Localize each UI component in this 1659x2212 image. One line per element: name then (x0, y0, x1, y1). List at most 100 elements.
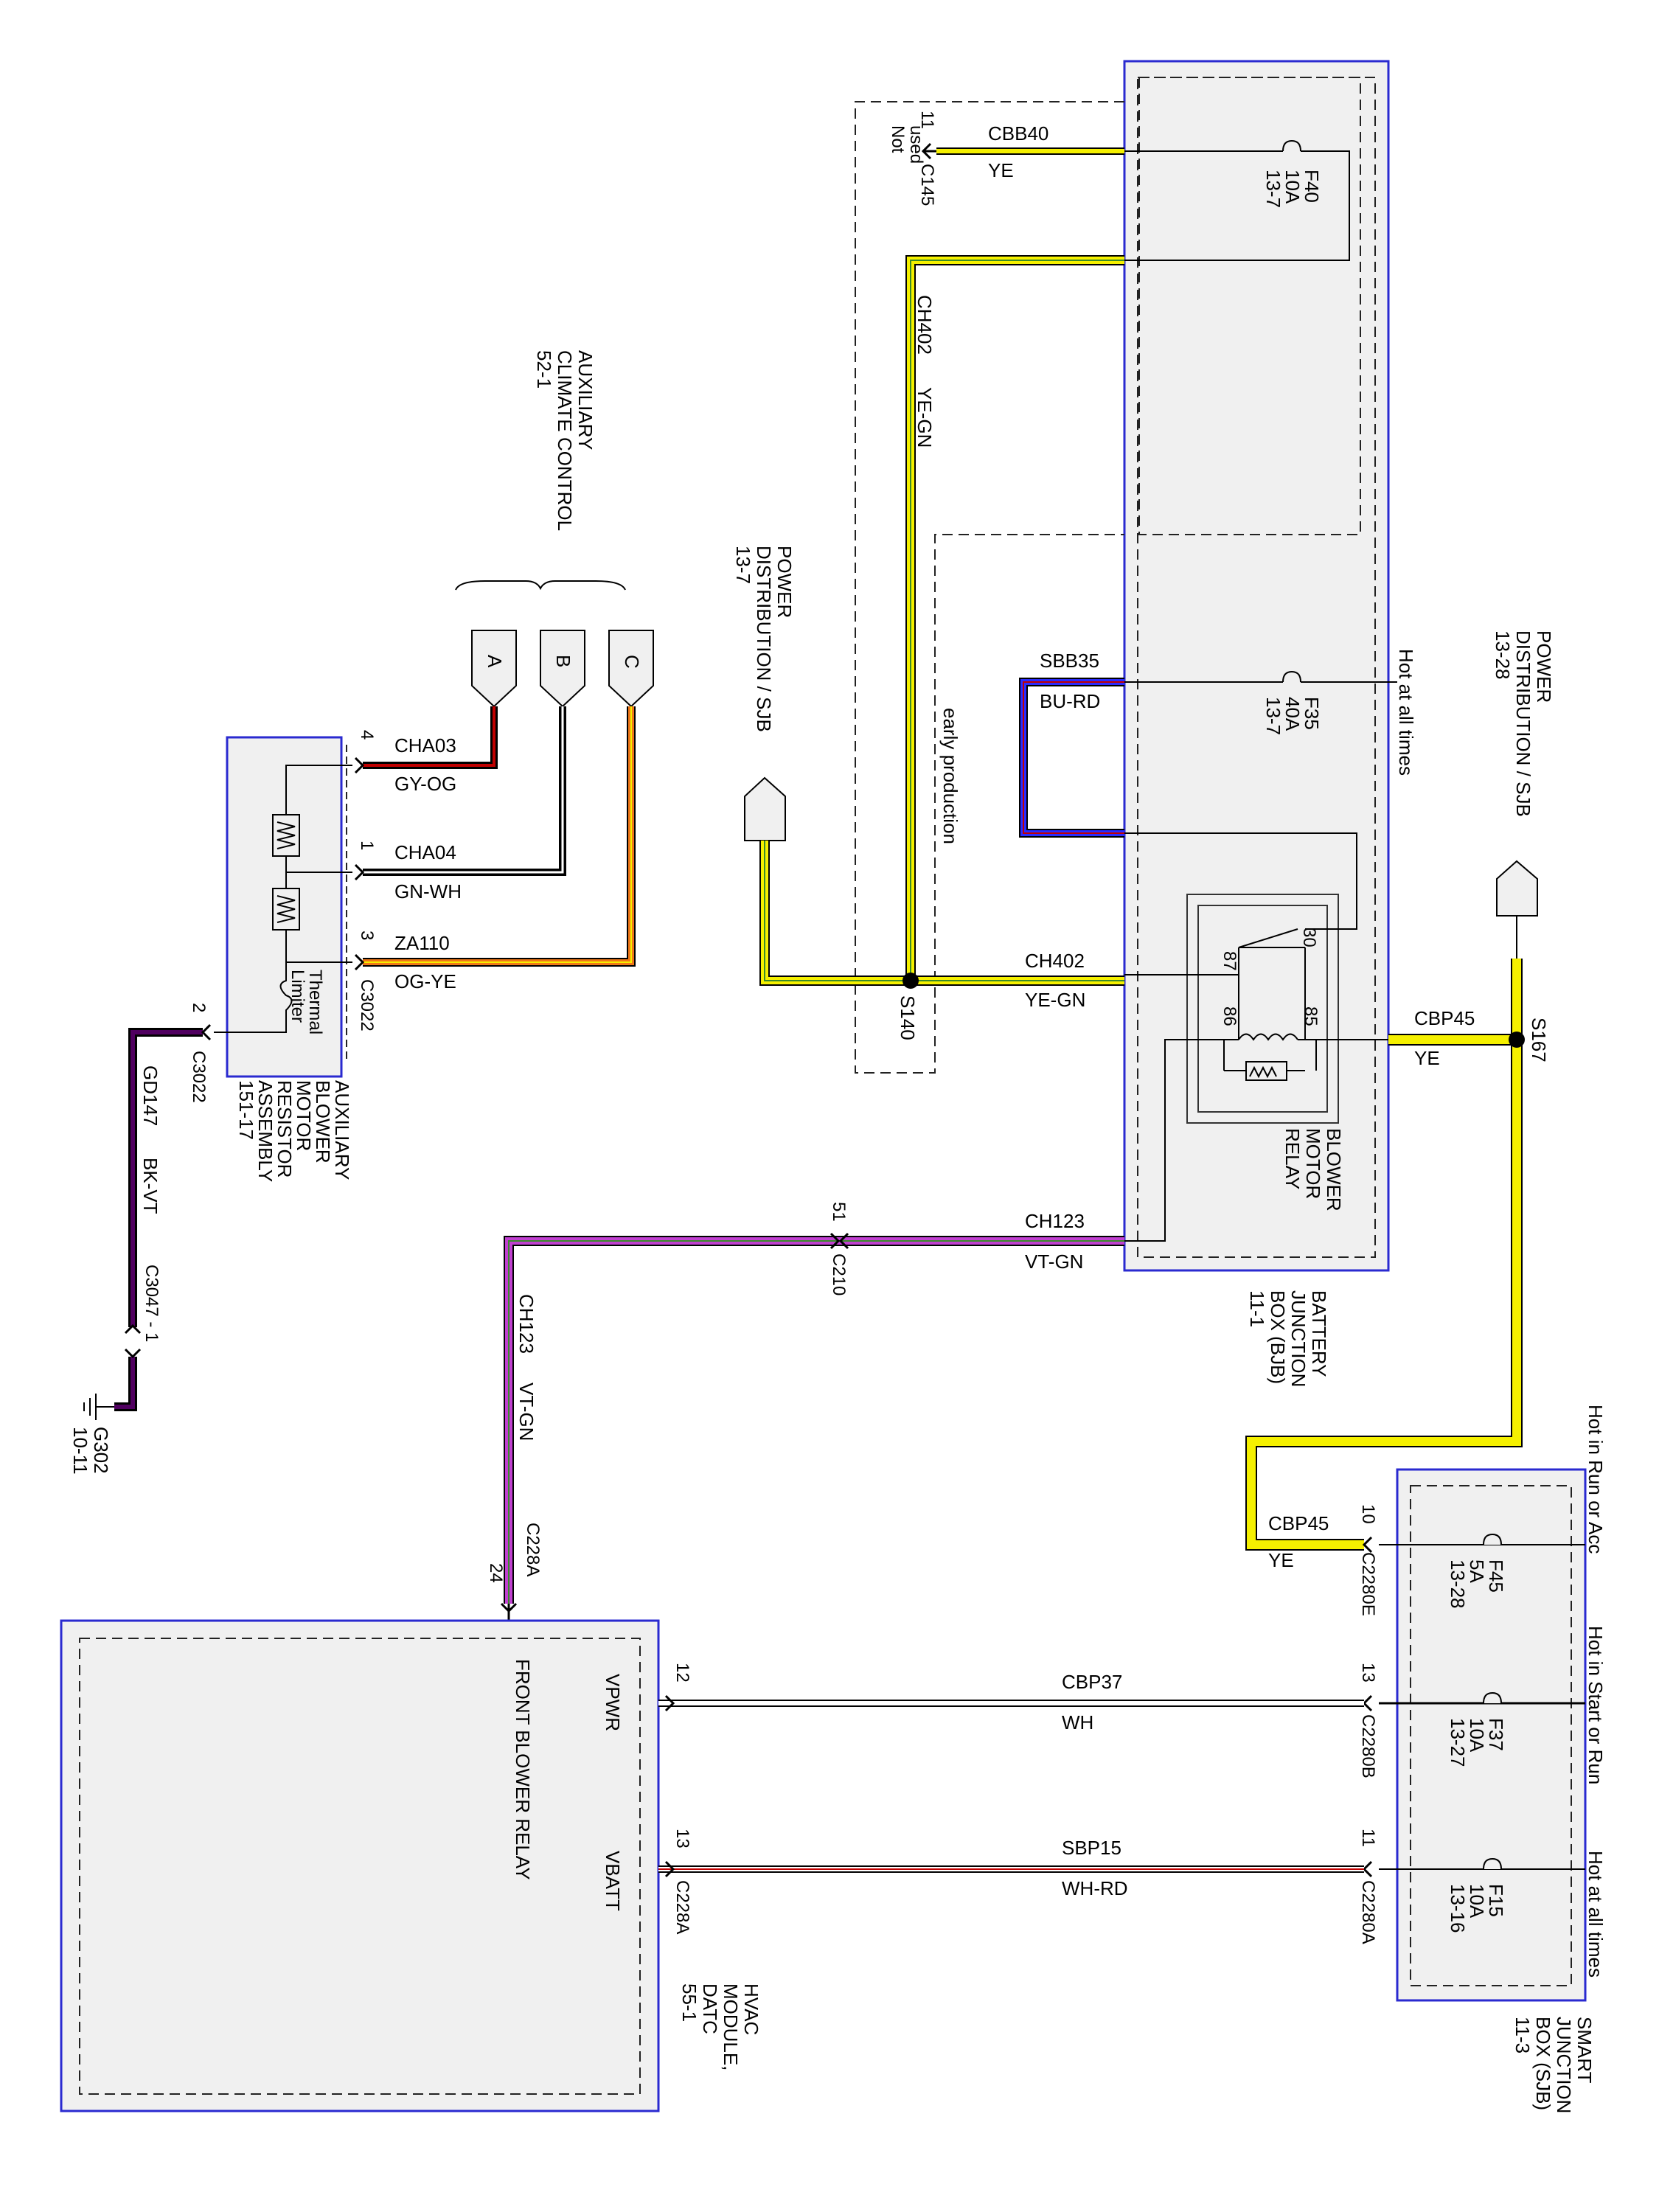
svg-text:RELAY: RELAY (1281, 1128, 1304, 1189)
svg-text:CH402: CH402 (1025, 950, 1085, 972)
svg-text:10A: 10A (1466, 1884, 1488, 1919)
svg-text:13-27: 13-27 (1447, 1718, 1469, 1767)
hot-at-all-times-sjb: Hot at all times (1585, 1851, 1607, 1978)
svg-text:11-1: 11-1 (1246, 1290, 1268, 1327)
svg-text:CBB40: CBB40 (988, 122, 1048, 145)
svg-text:86: 86 (1220, 1006, 1239, 1026)
svg-text:MOTOR: MOTOR (1302, 1128, 1324, 1199)
aux-climate-control-bracket (455, 580, 626, 591)
svg-text:151-17: 151-17 (235, 1080, 257, 1140)
svg-text:10A: 10A (1281, 170, 1304, 204)
svg-text:BU-RD: BU-RD (1040, 690, 1100, 712)
svg-text:55-1: 55-1 (678, 1983, 700, 2022)
connector-c3047: C3047 - 1 (124, 1265, 161, 1359)
svg-text:A: A (484, 655, 506, 668)
svg-text:C2280E: C2280E (1358, 1552, 1378, 1616)
smart-junction-box-label: SMART JUNCTION BOX (SJB) 11-3 (1512, 2017, 1596, 2113)
svg-text:GN-WH: GN-WH (394, 880, 462, 902)
svg-text:C2280B: C2280B (1358, 1714, 1378, 1778)
hvac-module-label: HVAC MODULE, DATC 55-1 (678, 1983, 762, 2070)
aux-resistor-assembly (214, 736, 352, 1078)
svg-text:13-7: 13-7 (732, 546, 754, 584)
svg-text:YE: YE (1414, 1047, 1440, 1069)
svg-text:5A: 5A (1466, 1559, 1488, 1583)
smart-junction-box (1396, 1468, 1587, 2002)
svg-text:CLIMATE CONTROL: CLIMATE CONTROL (554, 350, 576, 531)
svg-text:CHA03: CHA03 (394, 734, 456, 757)
svg-text:used: used (906, 125, 926, 164)
wire-sbb35 (1019, 678, 1124, 838)
thermal-limiter-symbol (214, 962, 293, 1033)
fuse-f37 (1379, 1691, 1585, 1705)
svg-text:3: 3 (357, 931, 377, 940)
svg-text:GD147: GD147 (139, 1065, 161, 1126)
svg-text:13-28: 13-28 (1492, 630, 1514, 680)
connector-c2280b: 13 C2280B (1358, 1663, 1378, 1778)
svg-text:11-3: 11-3 (1512, 2017, 1534, 2053)
svg-text:13-16: 13-16 (1447, 1884, 1469, 1933)
svg-text:10-11: 10-11 (69, 1427, 91, 1475)
svg-text:YE: YE (1268, 1549, 1294, 1571)
aux-pin-b: B (540, 630, 585, 708)
wire-za110-labels: ZA110 OG-YE (394, 932, 456, 992)
svg-text:85: 85 (1301, 1006, 1321, 1026)
svg-text:11: 11 (917, 111, 937, 129)
wire-ch402-labels: CH402 YE-GN CH402 YE-GN (914, 295, 1085, 1011)
fuse-f15 (1379, 1857, 1585, 1870)
ground-g302-label: G302 10-11 (69, 1427, 112, 1475)
svg-text:2: 2 (189, 1003, 209, 1012)
hot-in-run-or-acc: Hot in Run or Acc (1585, 1405, 1607, 1554)
wire-sbp15: SBP15 WH-RD (658, 1837, 1364, 1899)
connector-c145: 11 C145 Not used (888, 111, 937, 206)
relay-coil (1238, 1033, 1298, 1041)
connector-c210: 51 C210 (829, 1202, 849, 1295)
connector-c228a-24: 24 C228A (486, 1523, 543, 1621)
svg-text:Thermal: Thermal (305, 970, 325, 1034)
wire-za110 (363, 706, 636, 967)
blower-motor-relay-pins: 30 87 86 85 (1220, 928, 1321, 1026)
connector-c2280a: 11 C2280A (1358, 1829, 1378, 1944)
svg-text:11: 11 (1358, 1829, 1378, 1847)
fuse-f45 (1379, 1533, 1585, 1545)
svg-text:1: 1 (357, 841, 377, 850)
svg-text:Limiter: Limiter (288, 970, 307, 1023)
svg-text:WH: WH (1062, 1711, 1093, 1733)
svg-text:early production: early production (939, 708, 961, 844)
fuse-f35-label: F35 40A 13-7 (1262, 697, 1323, 735)
connector-c3022-pin3: 3 C3022 (354, 931, 377, 1032)
svg-text:CBP45: CBP45 (1414, 1007, 1475, 1029)
hot-in-start-or-run: Hot in Start or Run (1585, 1626, 1607, 1784)
fuse-f37-label: F37 10A 13-27 (1447, 1718, 1507, 1767)
blower-motor-relay-label: BLOWER MOTOR RELAY (1281, 1128, 1345, 1211)
svg-text:BLOWER: BLOWER (312, 1080, 334, 1164)
connector-c2280e: 10 C2280E (1358, 1504, 1378, 1616)
wire-cbp37: CBP37 WH (658, 1671, 1364, 1733)
svg-text:C228A: C228A (672, 1880, 692, 1934)
svg-text:C210: C210 (829, 1253, 849, 1295)
fuse-f40 (1124, 139, 1350, 261)
svg-text:BK-VT: BK-VT (139, 1158, 161, 1214)
wire-ch123 (504, 1236, 1124, 1604)
svg-text:F37: F37 (1485, 1718, 1507, 1751)
svg-text:MOTOR: MOTOR (293, 1080, 315, 1151)
power-distribution-right-label: POWER DISTRIBUTION / SJB 13-28 (1492, 630, 1555, 817)
svg-text:CHA04: CHA04 (394, 841, 456, 863)
svg-text:30: 30 (1299, 928, 1319, 947)
svg-text:VT-GN: VT-GN (515, 1382, 538, 1441)
wire-sbb35-labels: SBB35 BU-RD (1040, 650, 1100, 712)
svg-text:JUNCTION: JUNCTION (1553, 2017, 1575, 2113)
wire-cha04-labels: CHA04 GN-WH (394, 841, 462, 902)
aux-pin-c: C (608, 630, 654, 708)
wire-cbb40: CBB40 YE (936, 122, 1124, 181)
svg-text:24: 24 (486, 1563, 506, 1583)
svg-text:C228A: C228A (523, 1523, 543, 1576)
svg-text:WH-RD: WH-RD (1062, 1877, 1128, 1899)
svg-text:CBP37: CBP37 (1062, 1671, 1122, 1693)
svg-text:HVAC: HVAC (740, 1983, 762, 2035)
svg-text:CH123: CH123 (515, 1294, 538, 1354)
svg-text:C3022: C3022 (357, 979, 377, 1032)
svg-text:MODULE,: MODULE, (720, 1983, 742, 2070)
svg-text:POWER: POWER (1533, 630, 1555, 703)
svg-text:DATC: DATC (699, 1983, 721, 2034)
